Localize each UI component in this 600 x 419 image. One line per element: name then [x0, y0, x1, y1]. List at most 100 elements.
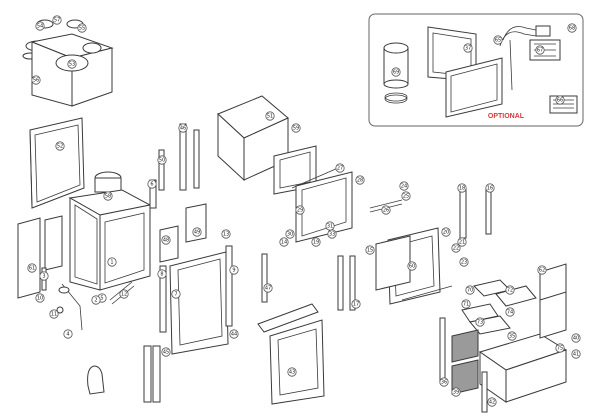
part-callout-51: 51: [265, 111, 275, 121]
callout-circle: [475, 317, 485, 327]
part-number-callouts: 5755545356521615150494844474645434241403…: [27, 15, 581, 407]
callout-number: 24: [401, 183, 407, 189]
callout-number: 29: [297, 207, 303, 213]
callout-circle: [355, 175, 365, 185]
part-callout-72: 72: [505, 285, 515, 295]
callout-number: 3: [42, 273, 45, 279]
callout-circle: [63, 329, 73, 339]
part-callout-26: 26: [381, 205, 391, 215]
callout-circle: [49, 309, 59, 319]
optional-label: OPTIONAL: [488, 113, 525, 120]
part-callout-37: 37: [463, 43, 473, 53]
callout-number: 12: [121, 291, 127, 297]
part-callout-44: 44: [229, 329, 239, 339]
callout-circle: [107, 257, 117, 267]
glove-icon: [87, 365, 105, 395]
callout-number: 37: [465, 45, 471, 51]
part-callout-67: 67: [535, 45, 545, 55]
part-callout-23: 23: [459, 257, 469, 267]
callout-circle: [311, 237, 321, 247]
callout-circle: [287, 367, 297, 377]
part-callout-35: 35: [507, 331, 517, 341]
callout-circle: [291, 123, 301, 133]
corner-posts: [143, 345, 161, 403]
base-tray: [478, 333, 568, 403]
callout-number: 66: [557, 97, 563, 103]
part-callout-71: 71: [461, 299, 471, 309]
callout-number: 36: [441, 379, 447, 385]
callout-circle: [459, 257, 469, 267]
part-callout-49: 49: [192, 227, 202, 237]
callout-circle: [263, 283, 273, 293]
part-callout-59: 59: [291, 123, 301, 133]
callout-circle: [439, 377, 449, 387]
callout-circle: [351, 299, 361, 309]
part-callout-60: 60: [407, 261, 417, 271]
callout-circle: [67, 59, 77, 69]
callout-circle: [365, 245, 375, 255]
callout-circle: [279, 237, 289, 247]
callout-number: 61: [29, 265, 35, 271]
callout-number: 43: [289, 369, 295, 375]
side-liner-panels: [17, 215, 63, 299]
part-callout-8: 8: [157, 269, 167, 279]
callout-number: 75: [557, 345, 563, 351]
part-callout-3: 3: [39, 271, 49, 281]
part-callout-29: 29: [295, 205, 305, 215]
part-callout-61: 61: [27, 263, 37, 273]
part-callout-48: 48: [161, 235, 171, 245]
callout-number: 41: [573, 351, 579, 357]
callout-number: 65: [495, 37, 501, 43]
callout-number: 42: [489, 399, 495, 405]
callout-circle: [285, 229, 295, 239]
callout-number: 72: [507, 287, 513, 293]
part-callout-75: 75: [555, 343, 565, 353]
callout-number: 13: [223, 231, 229, 237]
rear-panel: [29, 117, 85, 209]
part-callout-73: 73: [475, 317, 485, 327]
part-callout-33: 33: [327, 229, 337, 239]
callout-number: 50: [159, 157, 165, 163]
right-bar: [401, 285, 453, 301]
optional-kit-frame: [368, 13, 584, 127]
callout-circle: [407, 261, 417, 271]
callout-circle: [451, 387, 461, 397]
callout-circle: [493, 35, 503, 45]
part-callout-70: 70: [465, 285, 475, 295]
part-callout-24: 24: [399, 181, 409, 191]
callout-circle: [567, 23, 577, 33]
callout-circle: [295, 205, 305, 215]
callout-circle: [457, 183, 467, 193]
callout-circle: [119, 289, 129, 299]
part-callout-9: 9: [229, 265, 239, 275]
part-callout-56: 56: [31, 75, 41, 85]
part-callout-31: 31: [325, 221, 335, 231]
optional-air-cylinder: [383, 42, 409, 104]
optional-glass-panel: [445, 57, 503, 118]
part-callout-6: 6: [147, 179, 157, 189]
callout-number: 69: [393, 69, 399, 75]
part-callout-66: 66: [555, 95, 565, 105]
callout-number: 17: [353, 301, 359, 307]
part-callout-52: 52: [55, 141, 65, 151]
callout-circle: [461, 299, 471, 309]
callout-circle: [507, 331, 517, 341]
callout-number: 1: [110, 259, 113, 265]
callout-circle: [157, 269, 167, 279]
callout-circle: [505, 307, 515, 317]
callout-number: 18: [459, 185, 465, 191]
part-callout-62: 62: [537, 265, 547, 275]
part-callout-15: 15: [365, 245, 375, 255]
callout-circle: [325, 221, 335, 231]
callout-number: 33: [329, 231, 335, 237]
part-callout-11: 11: [49, 309, 59, 319]
callout-number: 48: [163, 237, 169, 243]
part-callout-17: 17: [351, 299, 361, 309]
callout-circle: [229, 265, 239, 275]
callout-number: 60: [409, 263, 415, 269]
callout-number: 27: [337, 165, 343, 171]
bottom-frame: [269, 319, 325, 405]
callout-circle: [161, 347, 171, 357]
door-right: [375, 227, 441, 305]
